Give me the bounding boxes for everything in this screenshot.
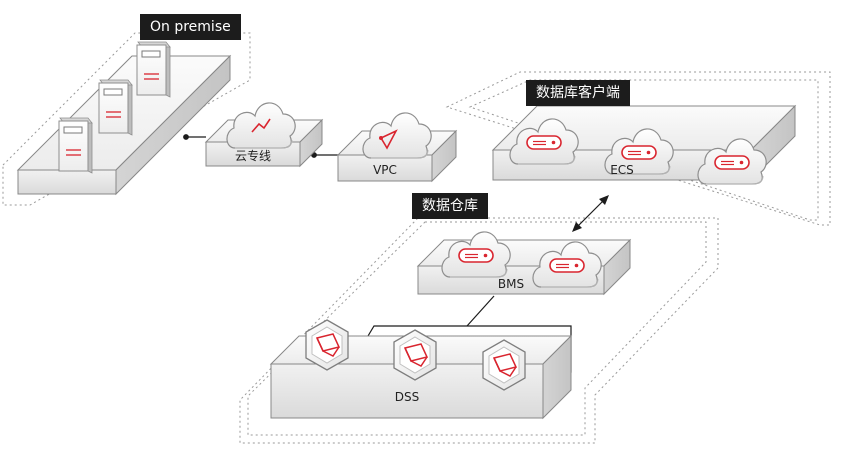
server-icon: [58, 117, 93, 174]
ecs-label: ECS: [610, 163, 634, 177]
cloud-link-icon: [226, 102, 296, 149]
db-client-tag: 数据库客户端: [526, 80, 630, 106]
data-warehouse-tag: 数据仓库: [412, 193, 488, 219]
server-icon: [136, 41, 171, 98]
dss-label: DSS: [394, 390, 420, 404]
double-arrow-icon: [572, 195, 609, 232]
on-premise-region-outline: [2, 32, 251, 206]
cloud-server-icon: [442, 232, 510, 277]
bms-to-dss-line: [466, 295, 495, 327]
db-client-region-inner-outline: [468, 79, 819, 221]
data-warehouse-region-outline: [239, 217, 719, 444]
vpc-label: VPC: [373, 163, 397, 177]
direct-connect-label: 云专线: [234, 149, 271, 163]
on-premise-tag: On premise: [140, 14, 241, 40]
server-icon: [98, 79, 133, 136]
region-frames: [2, 32, 831, 444]
bms-label: BMS: [497, 277, 525, 291]
cloud-router-icon: [362, 112, 432, 159]
